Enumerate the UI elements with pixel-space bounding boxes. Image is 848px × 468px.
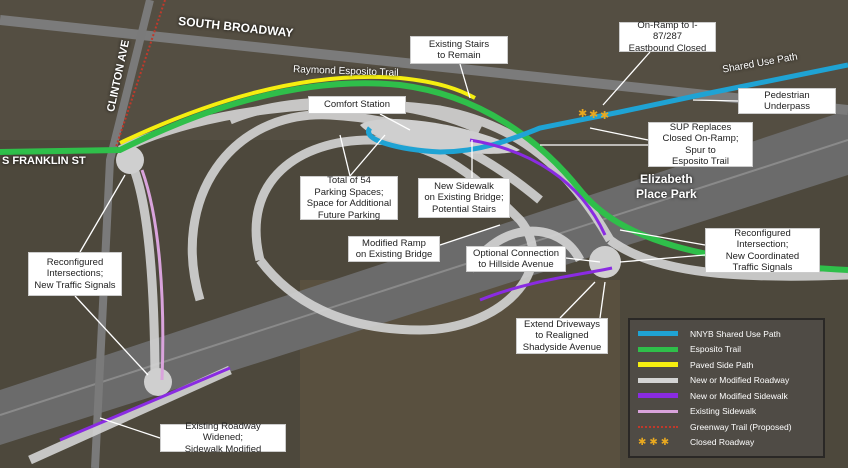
callout-roadway-widened: Existing Roadway Widened; Sidewalk Modif… xyxy=(160,421,286,455)
closed-roadway-stars: ✱✱✱ xyxy=(578,108,609,122)
legend-label: Esposito Trail xyxy=(690,344,742,355)
callout-comfort-station: Comfort Station xyxy=(308,96,406,114)
legend-item: New or Modified Sidewalk xyxy=(638,388,815,404)
esposito-trail-swatch xyxy=(638,346,678,352)
legend-label: Existing Sidewalk xyxy=(690,406,757,417)
legend-item: Greenway Trail (Proposed) xyxy=(638,419,815,435)
legend-item: Esposito Trail xyxy=(638,342,815,358)
legend-item: ✱✱✱ Closed Roadway xyxy=(638,435,815,451)
callout-parking: Total of 54 Parking Spaces; Space for Ad… xyxy=(300,175,398,221)
roadway-swatch xyxy=(638,377,678,383)
existing-sidewalk-swatch xyxy=(638,409,678,413)
esposito-trail-line xyxy=(0,80,848,273)
legend-label: New or Modified Sidewalk xyxy=(690,390,788,401)
svg-text:✱: ✱ xyxy=(589,109,598,121)
greenway-trail-swatch xyxy=(638,425,678,428)
callout-on-ramp-closed: On-Ramp to I-87/287 Eastbound Closed xyxy=(619,20,716,54)
intersection-right xyxy=(589,246,621,278)
svg-text:✱: ✱ xyxy=(600,110,609,122)
new-sidewalk-line xyxy=(59,138,613,442)
callout-new-sidewalk: New Sidewalk on Existing Bridge; Potenti… xyxy=(418,178,510,218)
legend-item: NNYB Shared Use Path xyxy=(638,326,815,342)
callout-existing-stairs: Existing Stairs to Remain xyxy=(410,36,508,64)
callout-modified-ramp: Modified Ramp on Existing Bridge xyxy=(348,236,440,262)
new-sidewalk-swatch xyxy=(638,393,678,399)
paved-side-path-swatch xyxy=(638,362,678,368)
callout-pedestrian-underpass: Pedestrian Underpass xyxy=(738,88,836,114)
elizabeth-place-park-label: Elizabeth Place Park xyxy=(636,172,697,201)
intersection-bottom xyxy=(144,368,172,396)
legend-label: NNYB Shared Use Path xyxy=(690,328,781,339)
legend-item: New or Modified Roadway xyxy=(638,373,815,389)
map-legend: NNYB Shared Use Path Esposito Trail Pave… xyxy=(628,318,825,458)
callout-sup-replaces: SUP Replaces Closed On-Ramp; Spur to Esp… xyxy=(648,122,753,167)
callout-reconfigured-intersection: Reconfigured Intersection; New Coordinat… xyxy=(705,228,820,273)
shared-use-path-swatch xyxy=(638,331,678,337)
paved-side-path-line xyxy=(119,74,476,145)
legend-label: Greenway Trail (Proposed) xyxy=(690,421,792,432)
callout-extend-driveways: Extend Driveways to Realigned Shadyside … xyxy=(516,318,608,354)
closed-roadway-icon: ✱✱✱ xyxy=(638,436,673,448)
svg-text:✱: ✱ xyxy=(578,108,587,120)
intersection-left xyxy=(116,146,144,174)
legend-label: Paved Side Path xyxy=(690,359,754,370)
s-franklin-st-label: S FRANKLIN ST xyxy=(2,155,86,167)
shared-use-path-line xyxy=(365,62,848,155)
callout-reconfigured-intersections-left: Reconfigured Intersections; New Traffic … xyxy=(28,252,122,296)
legend-label: Closed Roadway xyxy=(690,437,755,448)
legend-item: Paved Side Path xyxy=(638,357,815,373)
leader-lines xyxy=(74,51,739,439)
existing-sidewalk-line xyxy=(140,169,165,381)
callout-optional-connection: Optional Connection to Hillside Avenue xyxy=(466,246,566,272)
legend-label: New or Modified Roadway xyxy=(690,375,790,386)
legend-item: Existing Sidewalk xyxy=(638,404,815,420)
